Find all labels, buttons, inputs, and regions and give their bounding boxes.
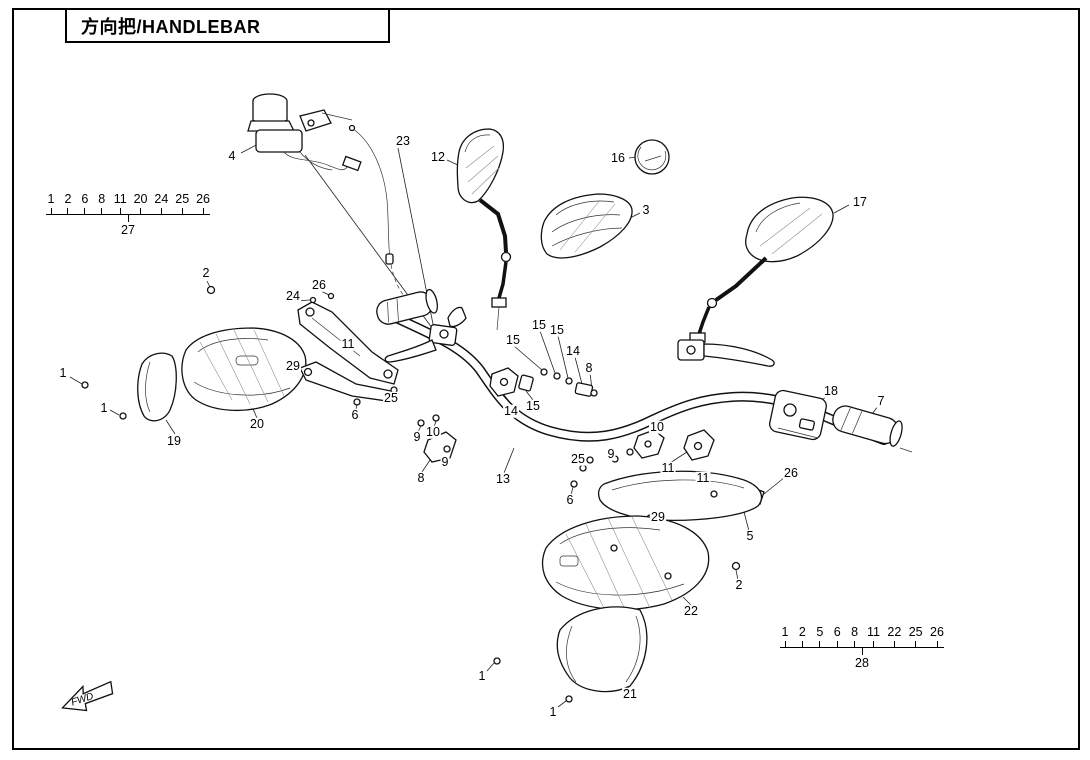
- part-brake-lever: [677, 339, 775, 367]
- ref-number-1: 1: [46, 192, 56, 214]
- part-callout-7: 7: [876, 393, 886, 408]
- part-callout-9: 9: [412, 429, 422, 444]
- part-callout-21: 21: [622, 686, 638, 701]
- part-callout-16: 16: [610, 150, 626, 165]
- part-callout-4: 4: [227, 148, 237, 163]
- part-grip-right: [832, 405, 913, 453]
- part-mirror-left: [456, 128, 512, 331]
- ref-number-26: 26: [196, 192, 210, 214]
- ref-number-24: 24: [154, 192, 168, 214]
- ref-group-label-28: 28: [855, 655, 869, 670]
- ref-number-26: 26: [930, 625, 944, 647]
- part-callout-5: 5: [745, 528, 755, 543]
- ref-number-11: 11: [867, 625, 880, 647]
- part-clutch-perch: [384, 306, 467, 363]
- ref-number-22: 22: [887, 625, 901, 647]
- part-callout-9: 9: [440, 454, 450, 469]
- part-callout-17: 17: [852, 194, 868, 209]
- part-callout-1: 1: [548, 704, 558, 719]
- part-master-cylinder: [247, 93, 362, 172]
- part-callout-1: 1: [58, 365, 68, 380]
- part-callout-12: 12: [430, 149, 446, 164]
- part-callout-14: 14: [565, 343, 581, 358]
- part-switch-housing: [769, 389, 827, 441]
- part-callout-2: 2: [201, 265, 211, 280]
- part-callout-26: 26: [311, 277, 327, 292]
- ref-number-8: 8: [97, 192, 107, 214]
- part-callout-26: 26: [783, 465, 799, 480]
- part-callout-25: 25: [383, 390, 399, 405]
- ref-number-25: 25: [175, 192, 189, 214]
- ref-number-6: 6: [832, 625, 842, 647]
- part-callout-2: 2: [734, 577, 744, 592]
- part-callout-14: 14: [503, 403, 519, 418]
- part-callout-18: 18: [823, 383, 839, 398]
- part-callout-15: 15: [525, 398, 541, 413]
- ref-number-2: 2: [797, 625, 807, 647]
- part-callout-9: 9: [606, 446, 616, 461]
- part-grip-left: [376, 288, 438, 325]
- ref-number-1: 1: [780, 625, 790, 647]
- part-callout-13: 13: [495, 471, 511, 486]
- part-callout-10: 10: [649, 419, 665, 434]
- ref-number-20: 20: [134, 192, 148, 214]
- part-callout-11: 11: [660, 460, 676, 475]
- part-handguard-right-trim: [556, 606, 648, 693]
- part-callout-6: 6: [350, 407, 360, 422]
- part-callout-3: 3: [641, 202, 651, 217]
- fasteners-misc: [81, 285, 741, 703]
- part-mirror-right: [689, 196, 834, 358]
- part-clamp-left: [417, 414, 457, 463]
- part-callout-15: 15: [549, 322, 565, 337]
- part-callout-15: 15: [531, 317, 547, 332]
- ref-number-8: 8: [850, 625, 860, 647]
- part-callout-19: 19: [166, 433, 182, 448]
- part-callout-23: 23: [395, 133, 411, 148]
- part-callout-20: 20: [249, 416, 265, 431]
- part-callout-1: 1: [477, 668, 487, 683]
- part-callout-6: 6: [565, 492, 575, 507]
- part-handguard-left-trim: [137, 352, 177, 422]
- part-cover: [540, 193, 633, 259]
- part-throttle-cable: [348, 124, 413, 306]
- part-callout-29: 29: [285, 358, 301, 373]
- ref-number-11: 11: [114, 192, 127, 214]
- part-callout-25: 25: [570, 451, 586, 466]
- ref-number-5: 5: [815, 625, 825, 647]
- part-callout-10: 10: [425, 424, 441, 439]
- title-box: 方向把/HANDLEBAR: [65, 8, 390, 43]
- page-title: 方向把/HANDLEBAR: [81, 16, 261, 37]
- part-handguard-right: [541, 515, 710, 613]
- part-mirror-cap: [634, 139, 670, 175]
- ref-group-label-27: 27: [121, 222, 135, 237]
- part-callout-8: 8: [584, 360, 594, 375]
- part-callout-15: 15: [505, 332, 521, 347]
- part-lever-clamp-left: [489, 367, 534, 397]
- ref-number-25: 25: [909, 625, 923, 647]
- ref-number-2: 2: [63, 192, 73, 214]
- part-callout-1: 1: [99, 400, 109, 415]
- part-handguard-left: [181, 327, 307, 412]
- part-callout-11: 11: [695, 470, 711, 485]
- fasteners-center: [540, 368, 598, 397]
- part-callout-8: 8: [416, 470, 426, 485]
- part-callout-24: 24: [285, 288, 301, 303]
- ref-number-6: 6: [80, 192, 90, 214]
- part-callout-11: 11: [340, 336, 356, 351]
- part-callout-22: 22: [683, 603, 699, 618]
- part-callout-29: 29: [650, 509, 666, 524]
